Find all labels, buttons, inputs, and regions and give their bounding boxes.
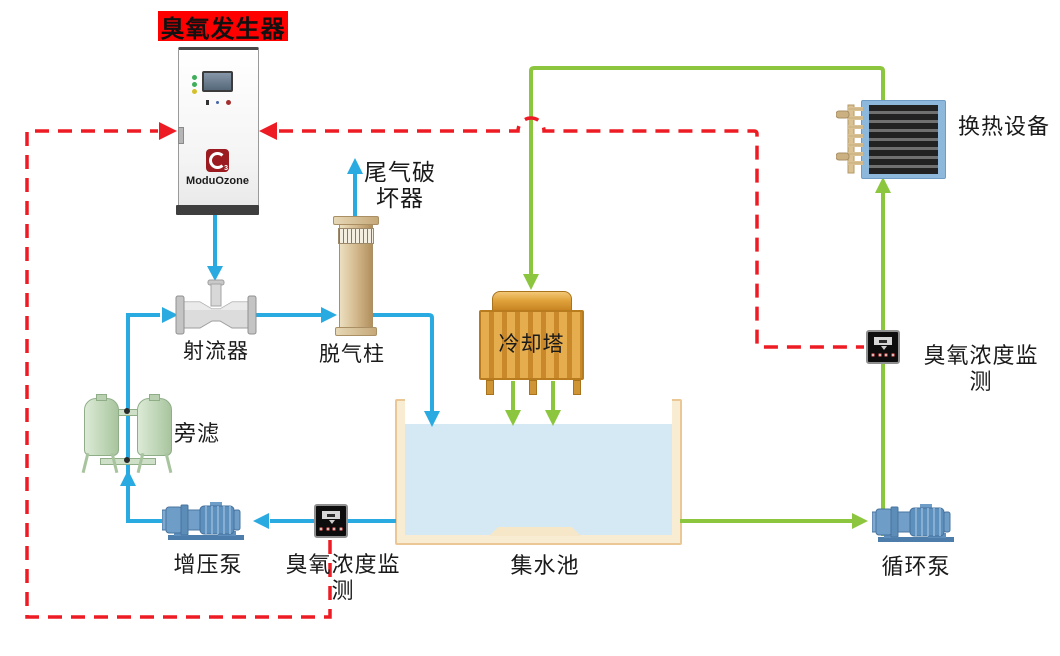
ozone-monitor-left [314, 504, 348, 538]
degassing-column-label: 脱气柱 [319, 342, 385, 366]
tail-gas-destroyer-label: 尾气破坏器 [364, 160, 436, 211]
cooling-tower-leg-1 [486, 380, 494, 395]
ejector-label: 射流器 [183, 339, 249, 363]
booster-pump-label: 增压泵 [173, 552, 243, 577]
generator-led-green-2 [192, 82, 197, 87]
sump-floor-bump [489, 527, 581, 536]
degassing-column-top-flange [333, 216, 379, 225]
cooling-tower-leg-3 [573, 380, 581, 395]
circulation-pump [872, 504, 954, 542]
monitor-buttons [319, 527, 343, 531]
signal-line-arrows [159, 122, 277, 140]
generator-screen-display [204, 73, 231, 90]
monitor-display [874, 337, 892, 345]
heat-exchanger-label: 换热设备 [957, 114, 1050, 139]
generator-screen [202, 71, 233, 92]
filter-bottom-valve [124, 457, 130, 463]
cooling-tower-label: 冷却塔 [498, 332, 565, 356]
ozone-generator-base [176, 205, 259, 215]
booster-pump [162, 502, 244, 540]
circulation-pump-label: 循环泵 [881, 554, 951, 579]
heat-exchanger-tubes [869, 105, 938, 174]
moduozone-logo-icon: 3 [206, 149, 229, 172]
sump-label: 集水池 [510, 553, 580, 578]
generator-led-yellow [192, 89, 197, 94]
generator-switch [206, 100, 209, 105]
monitor-indicator [881, 346, 887, 350]
heat-exchanger-header-coil [836, 104, 863, 174]
cooling-pipes [511, 66, 885, 536]
side-filter-label: 旁滤 [173, 421, 220, 446]
cooling-tower-leg-2 [529, 380, 537, 395]
monitor-buttons [871, 353, 895, 357]
cooling-tower-body [479, 310, 584, 380]
signal-lines [25, 116, 864, 619]
monitor-display [322, 511, 340, 519]
sump-water [405, 424, 672, 535]
ozone-generator-label: 臭氧发生器 [158, 11, 288, 43]
sump-air-gap [405, 399, 672, 424]
filter-tank-right [137, 398, 172, 456]
ozone-monitor-left-label: 臭氧浓度监测 [285, 552, 401, 603]
filter-tank-right-cap [149, 394, 160, 401]
filter-tank-left [84, 398, 119, 456]
logo-ring [209, 152, 226, 169]
degassing-column-vent-crown [338, 228, 374, 244]
filter-top-valve [124, 408, 130, 414]
generator-button-blue [216, 101, 219, 104]
generator-led-green-1 [192, 75, 197, 80]
generator-button-red [226, 100, 231, 105]
degassing-column-bottom-flange [335, 327, 377, 336]
monitor-indicator [329, 520, 335, 524]
generator-door-handle [178, 127, 184, 144]
water-pipe-arrows [120, 158, 440, 529]
jet-ejector [175, 279, 257, 335]
filter-tank-left-cap [96, 394, 107, 401]
logo-subscript: 3 [224, 165, 228, 172]
ozone-monitor-right-label: 臭氧浓度监测 [923, 343, 1039, 394]
generator-brand-text: ModuOzone [186, 175, 249, 187]
ozone-monitor-right [866, 330, 900, 364]
cooling-pipe-arrows [505, 177, 891, 529]
